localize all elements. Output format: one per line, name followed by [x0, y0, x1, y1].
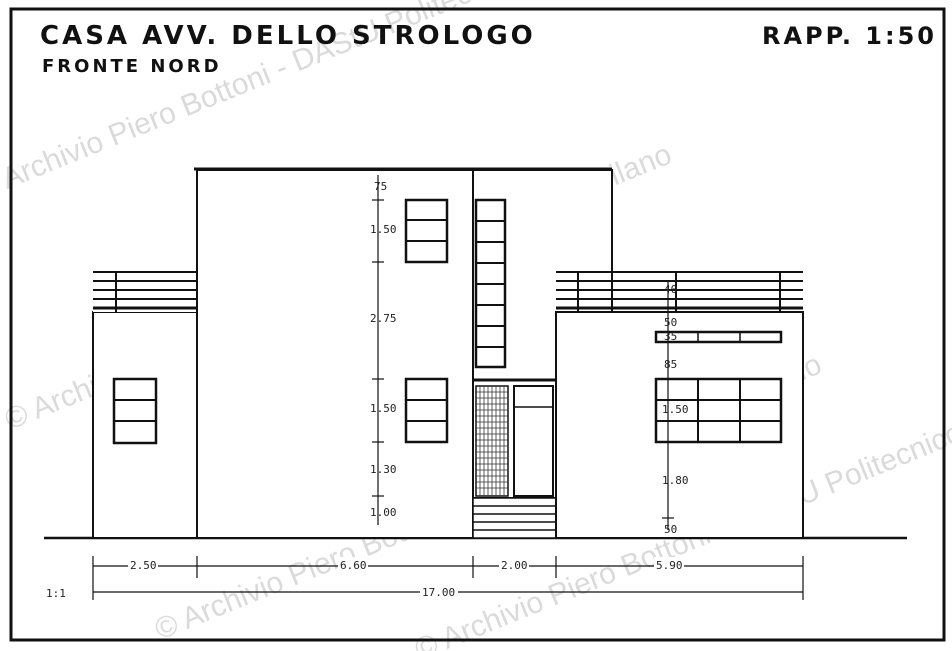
drawing-scale: RAPP. 1:50 [762, 22, 937, 50]
drawing-title: CASA AVV. DELLO STROLOGO [40, 21, 536, 51]
right-wing [555, 271, 804, 539]
dim-label: 1.00 [370, 506, 397, 519]
entrance-steps [472, 497, 557, 539]
dim-label: 1.50 [370, 402, 397, 415]
central-dimension-chain: 75 1.50 2.75 1.50 1.30 1.00 [370, 175, 397, 525]
dim-label: 5.90 [656, 559, 683, 572]
dim-label: 1.80 [662, 474, 689, 487]
label-bg [654, 557, 684, 571]
left-wing-window [112, 377, 158, 445]
right-large-window [654, 377, 783, 444]
dim-label: 50 [664, 316, 677, 329]
label-bg [338, 557, 368, 571]
total-dim-label: 17.00 [422, 586, 455, 599]
dim-label: 2.50 [130, 559, 157, 572]
drawing-subtitle: FRONTE NORD [42, 56, 222, 77]
label-bg [499, 557, 529, 571]
sheet-frame [9, 7, 946, 642]
dim-label: 40 [664, 283, 677, 296]
right-dimension-chain: 40 50 35 85 1.50 1.80 50 [662, 280, 689, 536]
main-lower-window [404, 377, 449, 444]
dim-label: 2.00 [501, 559, 528, 572]
dim-label: 35 [664, 330, 677, 343]
label-bg [128, 557, 158, 571]
dim-label: 1.30 [370, 463, 397, 476]
dim-label: 1.50 [662, 403, 689, 416]
label-bg [420, 584, 458, 598]
horizontal-dimension-chain: 2.50 6.60 2.00 5.90 17.00 1:1 [46, 556, 804, 600]
stair-tower [472, 169, 613, 381]
dim-label: 85 [664, 358, 677, 371]
main-block [194, 167, 612, 539]
dim-label: 6.60 [340, 559, 367, 572]
entrance-door [513, 385, 554, 497]
margin-note: 1:1 [46, 587, 66, 600]
left-wing-railing [93, 272, 197, 312]
left-wing [92, 271, 198, 539]
entrance [472, 378, 557, 539]
glass-block-grid [476, 386, 508, 496]
dim-label: 75 [374, 180, 387, 193]
right-ribbon-window [654, 330, 783, 344]
main-upper-window [404, 198, 449, 264]
dim-label: 2.75 [370, 312, 397, 325]
dim-label: 1.50 [370, 223, 397, 236]
dim-label: 50 [664, 523, 677, 536]
